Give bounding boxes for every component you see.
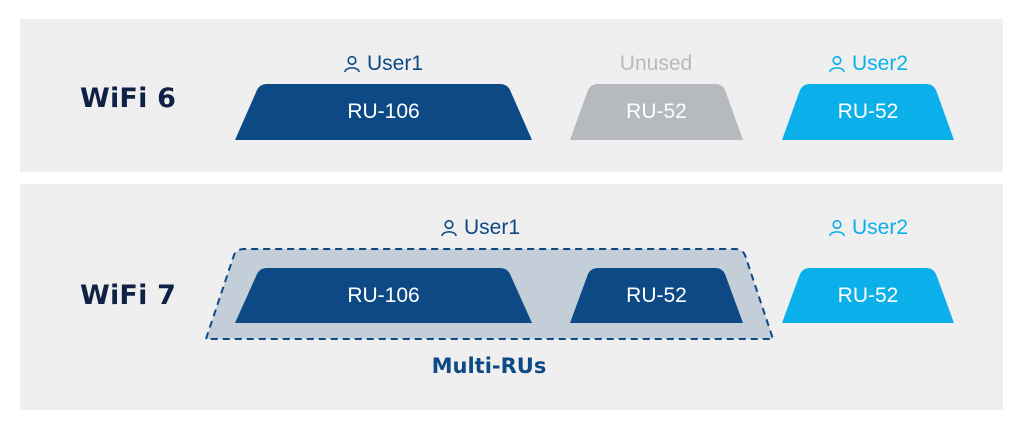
user-outline-icon xyxy=(829,219,845,237)
wifi7-ru-52-user2-block: RU-52 xyxy=(782,268,954,323)
wifi6-label: WiFi 6 xyxy=(80,83,177,114)
ru-label: RU-106 xyxy=(347,100,420,123)
user-outline-icon xyxy=(344,55,360,73)
wifi7-user2-label: User2 xyxy=(828,216,908,240)
wifi6-ru-52-user2-block: RU-52 xyxy=(782,84,954,140)
ru-label: RU-52 xyxy=(837,283,899,307)
wifi6-ru-106-block: RU-106 xyxy=(235,84,532,140)
user-label-text: User1 xyxy=(366,52,424,75)
user-label-text: Unused xyxy=(619,52,693,75)
multi-rus-label: Multi-RUs xyxy=(431,354,547,378)
wifi7-ru-106-block: RU-106 xyxy=(235,268,532,323)
wifi7-label: WiFi 7 xyxy=(80,280,177,311)
ru-label: RU-52 xyxy=(626,283,687,307)
user-outline-icon xyxy=(829,55,845,73)
wifi6-user2-label: User2 xyxy=(828,52,908,76)
wifi6-unused-label: Unused xyxy=(620,52,692,76)
user-label-text: User2 xyxy=(851,216,909,239)
wifi7-user1-label: User1 xyxy=(440,216,520,240)
wifi6-user1-label: User1 xyxy=(343,52,423,76)
user-label-text: User2 xyxy=(851,52,909,75)
wifi6-ru-52-unused-block: RU-52 xyxy=(570,84,743,140)
user-outline-icon xyxy=(441,219,457,237)
wifi7-ru-52-user1-block: RU-52 xyxy=(570,268,743,323)
ru-label: RU-52 xyxy=(626,100,687,123)
ru-label: RU-106 xyxy=(347,283,420,307)
user-label-text: User1 xyxy=(463,216,521,239)
ru-label: RU-52 xyxy=(837,100,899,123)
